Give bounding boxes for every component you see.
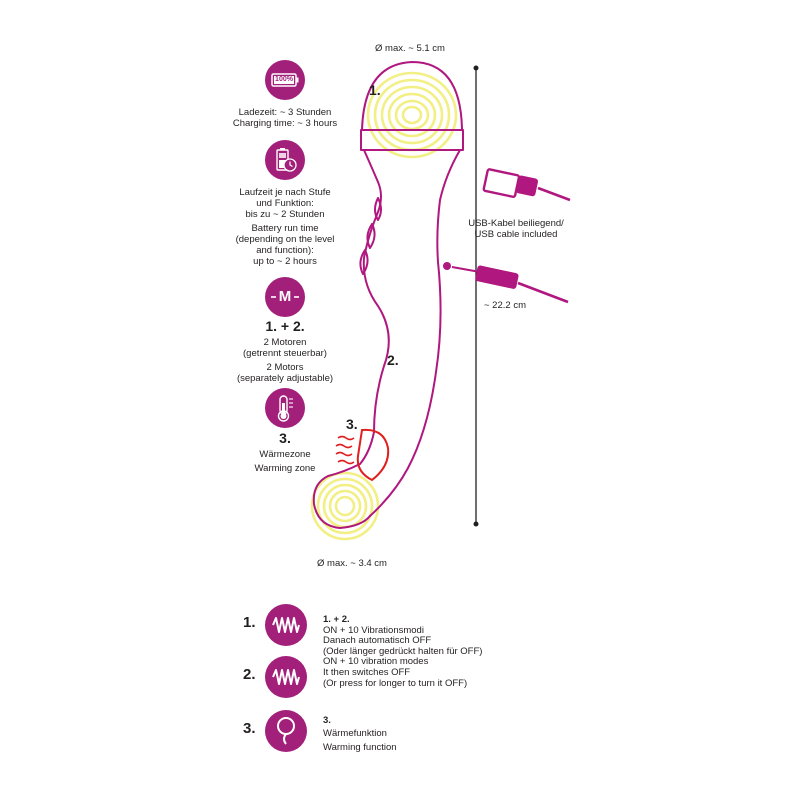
warming-heading: 3. [279,430,291,446]
battery-icon-text: 100% [275,76,293,83]
runtime-line: Battery run time [251,223,319,234]
diameter-bottom-label: Ø max. ~ 3.4 cm [317,558,387,569]
thermometer-icon [265,388,305,428]
charging-port [443,262,451,270]
charging-line: Ladezeit: ~ 3 Stunden [238,107,332,118]
vibration-button-icon [265,656,307,698]
diagram-label-2: 2. [387,352,399,368]
motors-en-text: 2 Motors (separately adjustable) [210,362,360,384]
diameter-top-label: Ø max. ~ 5.1 cm [375,43,445,54]
vibration-line: It then switches OFF [323,666,411,678]
runtime-line: (depending on the level [235,234,335,245]
motors-line: 2 Motoren [263,337,307,348]
vibration-line: Danach automatisch OFF [323,635,432,647]
vibration-button-icon [265,604,307,646]
usb-label-line: USB cable included [474,229,558,240]
diagram-label-3: 3. [346,416,358,432]
motor-icon: M [265,277,305,317]
motors-line: 2 Motors [266,362,304,373]
usb-cable-plug [451,265,569,304]
vibration-line: ON + 10 vibration modes [323,656,429,668]
warming-function-heading: 3. [323,715,331,726]
runtime-de-text: Laufzeit je nach Stufe und Funktion: bis… [210,187,360,220]
battery-clock-icon [265,140,305,180]
vibration-heading: 1. + 2. [323,614,350,625]
motors-de-text: 2 Motoren (getrennt steuerbar) [210,337,360,359]
warming-function-line: Warming function [323,742,397,753]
runtime-en-text: Battery run time (depending on the level… [210,223,360,267]
motors-heading: 1. + 2. [265,318,305,334]
warming-button-icon [265,710,307,752]
device-outline [312,61,464,529]
usb-label: USB-Kabel beiliegend/ USB cable included [460,218,572,240]
motors-line: (getrennt steuerbar) [243,348,327,359]
runtime-line: up to ~ 2 hours [253,256,317,267]
warming-de-text: Wärmezone [259,449,311,460]
runtime-line: Laufzeit je nach Stufe [239,187,331,198]
usb-cable-connector [482,168,571,202]
runtime-line: and function): [256,245,314,256]
vibration-rings-bottom [310,471,380,541]
battery-icon: 100% [265,60,305,100]
length-label: ~ 22.2 cm [484,300,526,311]
usb-label-line: USB-Kabel beiliegend/ [468,218,564,229]
vibration-line: (Oder länger gedrückt halten für OFF) [323,645,483,657]
warming-description: 3. Wärmefunktion Warming function [323,715,397,755]
motors-line: (separately adjustable) [236,373,334,384]
vibration-line: ON + 10 Vibrationsmodi [323,624,424,636]
vibration-line: (Or press for longer to turn it OFF) [323,677,468,689]
vibration-rings-top [366,71,458,159]
charging-line: Charging time: ~ 3 hours [232,118,338,129]
warming-zone-outline [356,428,390,482]
vibration-description: 1. + 2. ON + 10 Vibrationsmodi Danach au… [323,614,483,689]
diagram-label-1: 1. [369,82,381,98]
heat-waves-icon [335,435,355,465]
legend-number-2: 2. [243,666,256,683]
warming-function-line: Wärmefunktion [323,728,387,739]
motor-icon-text: M [278,288,292,305]
warming-en-text: Warming zone [254,463,316,474]
legend-number-3: 3. [243,720,256,737]
runtime-line: bis zu ~ 2 Stunden [245,209,325,220]
charging-time-text: Ladezeit: ~ 3 Stunden Charging time: ~ 3… [210,107,360,129]
legend-number-1: 1. [243,614,256,631]
runtime-line: und Funktion: [256,198,314,209]
dimension-dot-top [473,65,479,71]
dimension-dot-bottom [473,521,479,527]
